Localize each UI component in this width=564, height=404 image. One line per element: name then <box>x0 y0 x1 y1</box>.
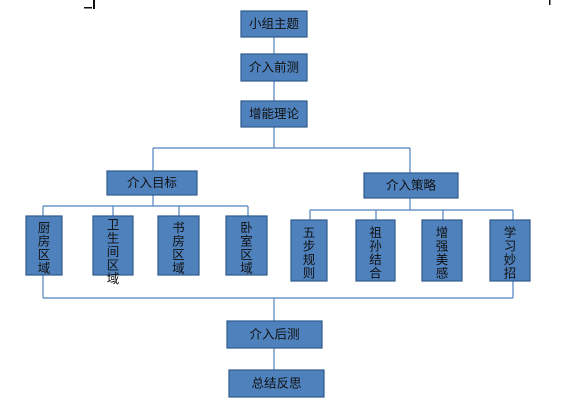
strategy-item-box <box>489 219 531 282</box>
goal-children: 厨房区域 卫生间区域 书房区域 卧室区域 <box>25 215 268 286</box>
strategy-item-label: 学习妙招 <box>504 225 517 281</box>
posttest-box <box>226 320 323 349</box>
strategy-item-box <box>355 219 396 282</box>
strategy-item-label: 祖孙结合 <box>369 225 382 281</box>
goal-item-box <box>25 215 63 276</box>
topic-label: 小组主题 <box>249 16 300 31</box>
topic-node: 小组主题 <box>240 10 308 38</box>
strategy-item: 学习妙招 <box>489 219 531 282</box>
goal-item-label: 卧室区域 <box>240 220 253 276</box>
goal-item-label: 卫生间区域 <box>107 217 120 286</box>
strategy-children: 五步规则 祖孙结合 增强美感 学习妙招 <box>290 219 531 282</box>
strategy-item-box <box>421 219 463 282</box>
strategy-item: 五步规则 <box>290 219 328 282</box>
goal-item-box <box>92 215 134 276</box>
posttest-label: 介入后测 <box>249 327 299 342</box>
goal-item: 厨房区域 <box>25 215 63 276</box>
goal-item-box <box>157 215 200 276</box>
pretest-label: 介入前测 <box>249 60 299 75</box>
pretest-node: 介入前测 <box>240 53 308 82</box>
scan-artifact-right <box>549 0 551 5</box>
goal-node: 介入目标 <box>106 170 198 196</box>
topic-box <box>240 10 308 38</box>
strategy-item: 增强美感 <box>421 219 463 282</box>
goal-box <box>106 170 198 196</box>
scan-artifact-left-dash <box>84 7 92 9</box>
strategy-item: 祖孙结合 <box>355 219 396 282</box>
strategy-item-label: 增强美感 <box>436 225 449 281</box>
strategy-label: 介入策略 <box>386 178 437 193</box>
goal-item: 卧室区域 <box>225 215 268 276</box>
goal-item-label: 厨房区域 <box>38 220 51 276</box>
goal-item: 书房区域 <box>157 215 200 276</box>
goal-item-box <box>225 215 268 276</box>
reflection-box <box>228 369 325 398</box>
empowerment-box <box>240 100 308 128</box>
goal-item: 卫生间区域 <box>92 215 134 286</box>
reflection-label: 总结反思 <box>251 376 301 391</box>
posttest-node: 介入后测 <box>226 320 323 349</box>
goal-item-label: 书房区域 <box>172 220 185 276</box>
pretest-box <box>240 53 308 82</box>
scan-artifact-left <box>93 0 95 9</box>
empowerment-label: 增能理论 <box>249 106 300 121</box>
reflection-node: 总结反思 <box>228 369 325 398</box>
strategy-node: 介入策略 <box>363 172 459 199</box>
strategy-item-label: 五步规则 <box>303 225 316 281</box>
connector-lines <box>42 37 514 370</box>
strategy-box <box>363 172 459 199</box>
goal-label: 介入目标 <box>127 175 177 190</box>
strategy-item-box <box>290 219 328 282</box>
empowerment-node: 增能理论 <box>240 100 308 128</box>
